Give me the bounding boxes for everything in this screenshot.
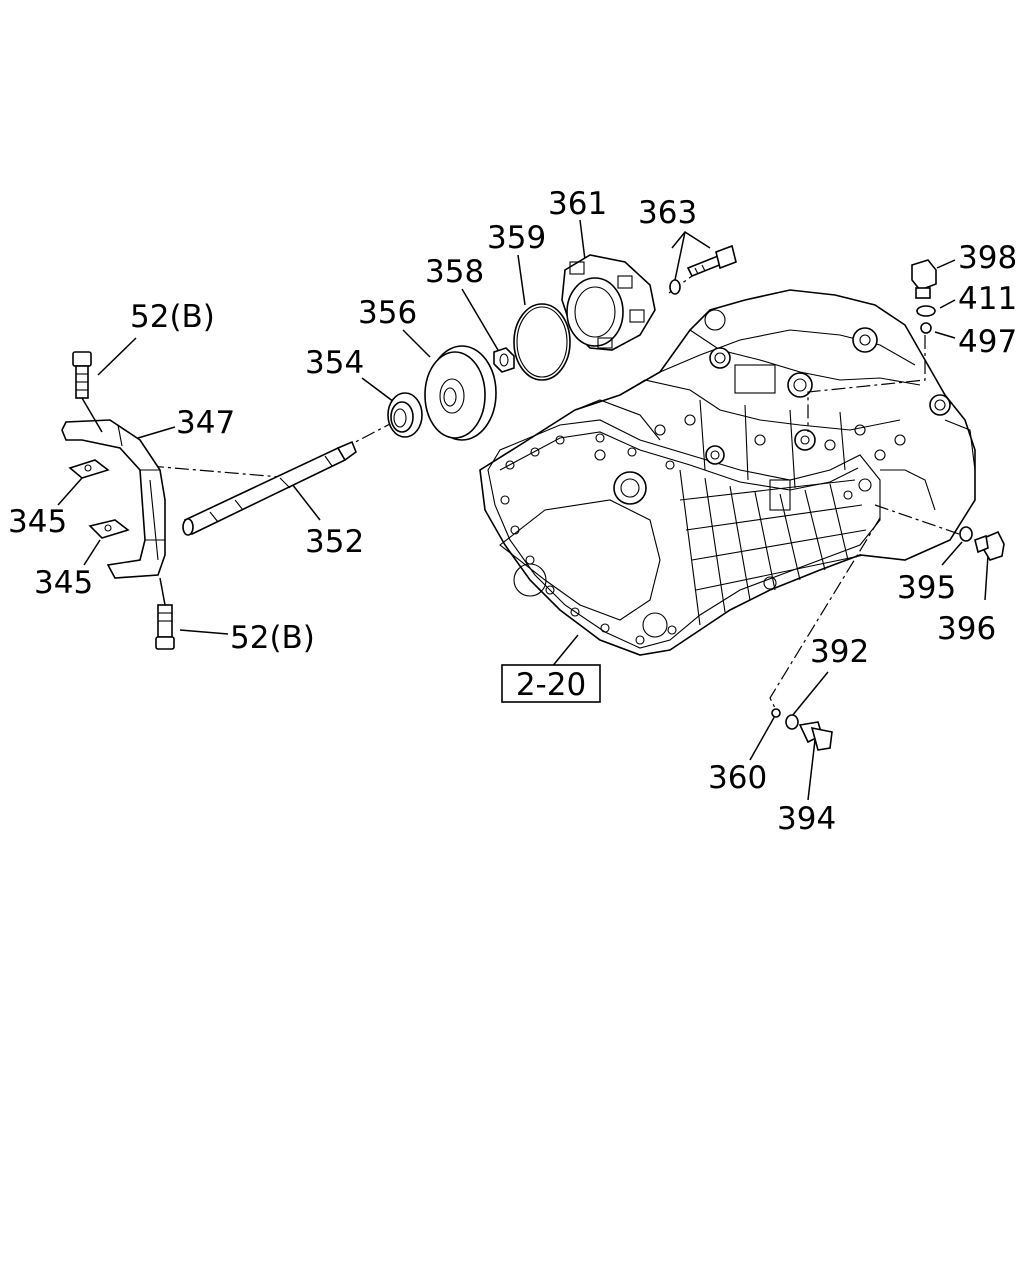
- bolt-52b-top: [72, 351, 103, 433]
- label-394: 394: [777, 801, 836, 837]
- reference-box-2-20: 2-20: [501, 664, 601, 703]
- label-396: 396: [937, 611, 996, 647]
- housing-361: [561, 254, 656, 351]
- label-398: 398: [958, 240, 1017, 276]
- svg-text:2-20: 2-20: [516, 667, 586, 703]
- label-356: 356: [358, 295, 417, 331]
- label-363: 363: [638, 195, 697, 231]
- shoe-345-upper: [68, 459, 110, 479]
- label-411: 411: [958, 281, 1017, 317]
- o-ring-497: [920, 322, 932, 334]
- label-52b-top: 52(B): [130, 299, 215, 335]
- part-labels: 52(B) 347 345 345 52(B) 352 354 356 358 …: [8, 186, 1017, 837]
- o-ring-360: [771, 708, 781, 718]
- disc-356: [424, 345, 497, 441]
- label-359: 359: [487, 220, 546, 256]
- o-ring-359: [513, 303, 571, 381]
- label-360: 360: [708, 760, 767, 796]
- label-345-upper: 345: [8, 504, 67, 540]
- plug-398: [911, 259, 937, 299]
- bolt-52b-bottom: [155, 577, 175, 650]
- label-361: 361: [548, 186, 607, 222]
- transmission-case: [479, 289, 976, 656]
- shift-fork-347: [61, 419, 166, 579]
- label-497: 497: [958, 324, 1017, 360]
- shift-shaft-352: [182, 440, 357, 536]
- label-392: 392: [810, 634, 869, 670]
- o-ring-395: [959, 526, 973, 542]
- label-345-lower: 345: [34, 565, 93, 601]
- label-347: 347: [176, 405, 235, 441]
- label-352: 352: [305, 524, 364, 560]
- plug-396: [974, 530, 1005, 561]
- label-354: 354: [305, 345, 364, 381]
- label-395: 395: [897, 570, 956, 606]
- o-ring-411: [916, 305, 936, 317]
- shoe-345-lower: [88, 519, 130, 539]
- nut-358: [493, 347, 515, 373]
- label-52b-bottom: 52(B): [230, 620, 315, 656]
- oil-seal-354: [387, 392, 423, 438]
- bolt-363: [669, 244, 737, 295]
- label-358: 358: [425, 254, 484, 290]
- o-ring-392: [785, 714, 799, 730]
- switch-394: [798, 721, 833, 751]
